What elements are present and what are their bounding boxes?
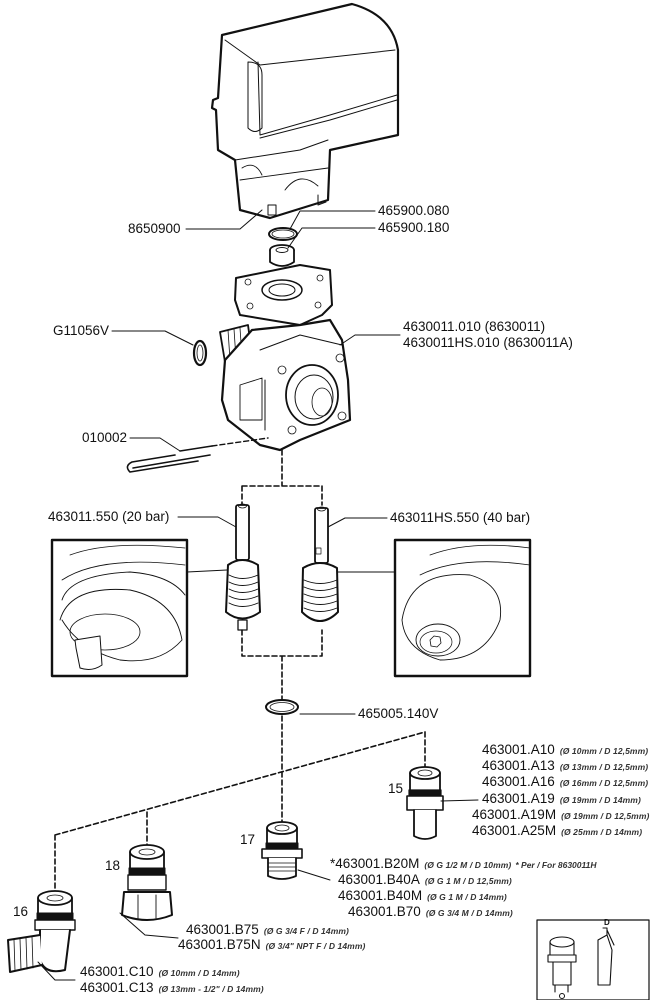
label-oring-bottom: 465005.140V xyxy=(358,706,439,721)
part-spec: (Ø 3/4" NPT F / D 14mm) xyxy=(265,941,366,951)
label-oring-top: 465900.080 xyxy=(378,203,450,218)
part-code: 463001.A19M xyxy=(472,807,557,822)
part-note: * Per / For 8630011H xyxy=(515,860,597,870)
label-cover: 8650900 xyxy=(128,221,181,236)
part-row: 463001.B75 (Ø G 3/4 F / D 14mm) xyxy=(186,922,349,939)
cover-illustration xyxy=(210,2,400,220)
fitting-16 xyxy=(7,890,76,973)
part-code: 463001.A10 xyxy=(482,742,555,757)
seal-top xyxy=(269,244,295,267)
inset-box: D xyxy=(536,918,650,1000)
detail-box-40bar xyxy=(393,538,532,678)
part-code: 463001.A25M xyxy=(472,823,557,838)
fitting-17 xyxy=(261,821,303,880)
oring-top xyxy=(268,227,298,241)
part-spec: (Ø G 3/4 M / D 14mm) xyxy=(425,908,513,918)
part-code: 463001.C10 xyxy=(80,964,154,979)
part-code: 463001.B75 xyxy=(186,922,259,937)
part-code: 463001.B40A xyxy=(338,872,420,887)
label-valve-40bar: 463011HS.550 (40 bar) xyxy=(390,510,531,525)
part-row: 463001.A10 (Ø 10mm / D 12,5mm) xyxy=(482,742,648,759)
part-spec: (Ø 19mm / D 12,5mm) xyxy=(561,811,650,821)
part-row: 463001.A13 (Ø 13mm / D 12,5mm) xyxy=(482,758,648,775)
part-code: 463001.A16 xyxy=(482,774,555,789)
part-row: 463001.A19 (Ø 19mm / D 14mm) xyxy=(482,791,641,808)
leader-lines xyxy=(37,209,479,981)
part-spec: (Ø 13mm / D 12,5mm) xyxy=(559,762,649,772)
part-row: 463001.A19M (Ø 19mm / D 12,5mm) xyxy=(472,807,649,824)
part-code: *463001.B20M xyxy=(330,856,420,871)
part-spec: (Ø G 1/2 M / D 10mm) xyxy=(424,860,512,870)
valve-20bar xyxy=(225,503,261,631)
part-spec: (Ø 19mm / D 14mm) xyxy=(559,795,641,805)
callout-17: 17 xyxy=(240,832,256,847)
callout-15: 15 xyxy=(388,781,404,796)
part-row: 463001.C13 (Ø 13mm - 1/2" / D 14mm) xyxy=(80,980,264,997)
part-code: 463001.B75N xyxy=(178,937,261,952)
part-spec: (Ø G 3/4 F / D 14mm) xyxy=(263,926,349,936)
part-code: 463001.A19 xyxy=(482,791,555,806)
part-spec: (Ø 10mm / D 12,5mm) xyxy=(559,746,649,756)
oring-side xyxy=(192,339,208,367)
label-body-2: 4630011HS.010 (8630011A) xyxy=(403,335,573,350)
part-row: 463001.B40A (Ø G 1 M / D 12,5mm) xyxy=(338,872,512,889)
part-spec: (Ø G 1 M / D 12,5mm) xyxy=(424,876,512,886)
detail-box-20bar xyxy=(50,538,189,678)
part-row: 463001.A16 (Ø 16mm / D 12,5mm) xyxy=(482,774,648,791)
label-seal-top: 465900.180 xyxy=(378,220,450,235)
part-spec: (Ø G 1 M / D 14mm) xyxy=(427,892,507,902)
valve-body-illustration xyxy=(219,264,352,452)
part-spec: (Ø 25mm / D 14mm) xyxy=(561,827,643,837)
part-spec: (Ø 16mm / D 12,5mm) xyxy=(559,778,649,788)
part-row: *463001.B20M (Ø G 1/2 M / D 10mm)* Per / … xyxy=(330,856,596,873)
oring-bottom xyxy=(265,699,299,715)
pin xyxy=(126,445,213,473)
part-code: 463001.B40M xyxy=(338,888,423,903)
svg-text:D: D xyxy=(604,918,610,927)
part-row: 463001.C10 (Ø 10mm / D 14mm) xyxy=(80,964,240,981)
fitting-18 xyxy=(121,844,173,921)
label-pin: 010002 xyxy=(82,430,128,445)
part-spec: (Ø 13mm - 1/2" / D 14mm) xyxy=(158,984,264,994)
part-code: 463001.C13 xyxy=(80,980,154,995)
label-oring-side: G11056V xyxy=(53,323,110,338)
part-code: 463001.B70 xyxy=(348,904,421,919)
part-spec: (Ø 10mm / D 14mm) xyxy=(158,968,240,978)
part-row: 463001.B75N (Ø 3/4" NPT F / D 14mm) xyxy=(178,937,365,954)
valve-40bar xyxy=(301,506,339,622)
part-code: 463001.A13 xyxy=(482,758,555,773)
callout-18: 18 xyxy=(105,858,121,873)
part-row: 463001.B70 (Ø G 3/4 M / D 14mm) xyxy=(348,904,513,921)
callout-16: 16 xyxy=(13,904,29,919)
part-row: 463001.B40M (Ø G 1 M / D 14mm) xyxy=(338,888,507,905)
fitting-15 xyxy=(406,766,444,840)
part-row: 463001.A25M (Ø 25mm / D 14mm) xyxy=(472,823,642,840)
label-body-1: 4630011.010 (8630011) xyxy=(403,319,546,334)
label-valve-20bar: 463011.550 (20 bar) xyxy=(48,509,170,524)
